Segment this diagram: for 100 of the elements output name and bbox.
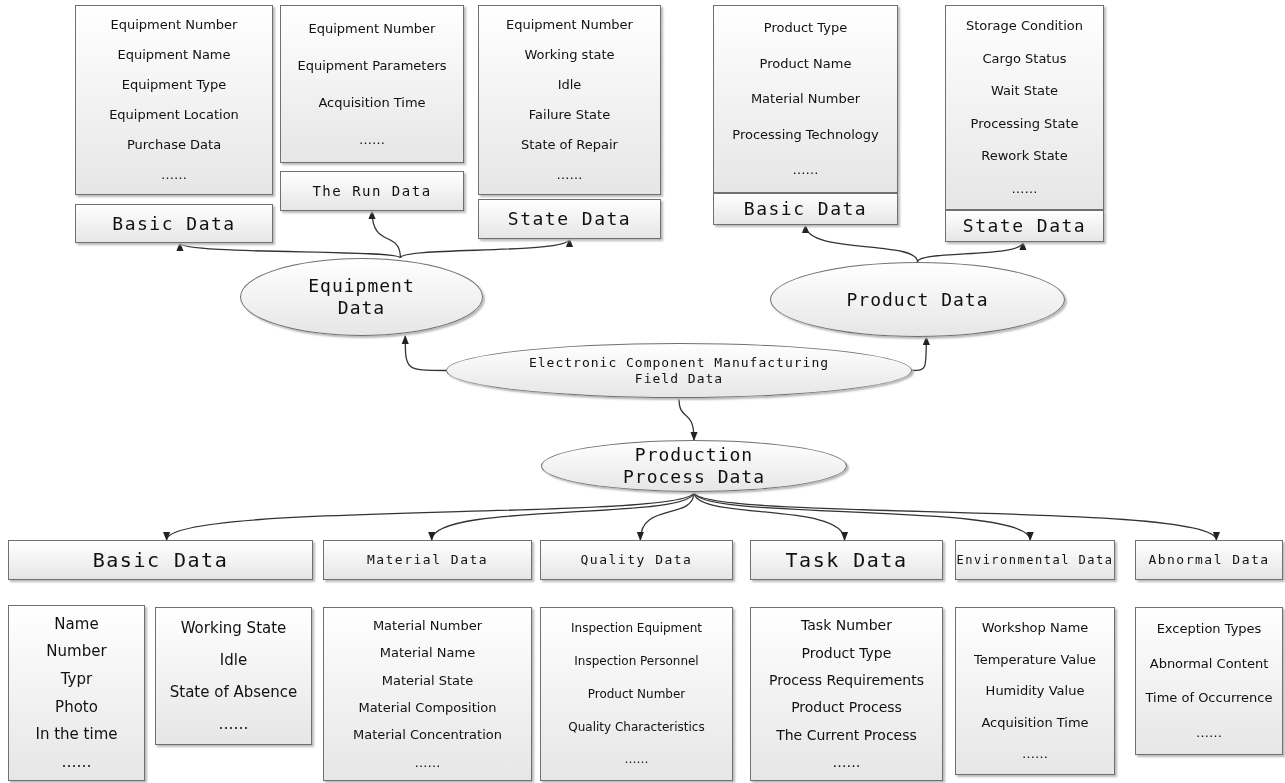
list-item: Equipment Number — [506, 17, 633, 33]
data-list-box — [955, 607, 1115, 775]
list-item: …… — [624, 752, 649, 767]
list-item: …… — [161, 167, 187, 183]
list-item: Name — [54, 614, 99, 633]
list-item: Idle — [557, 77, 582, 93]
list-item: Material Composition — [358, 699, 497, 716]
category-box — [323, 540, 532, 580]
list-item: …… — [218, 715, 249, 733]
list-item: Process Requirements — [769, 671, 924, 689]
list-item: Humidity Value — [985, 683, 1085, 699]
category-label: State Data — [962, 215, 1087, 237]
list-item: Processing State — [970, 115, 1079, 132]
data-list-box — [155, 607, 312, 745]
category-label: Electronic Component Manufacturing Field Data — [527, 354, 831, 387]
data-list-box — [478, 5, 661, 195]
list-item: Equipment Parameters — [297, 57, 447, 74]
list-item: Equipment Type — [121, 77, 227, 93]
list-item: Processing Technology — [732, 126, 879, 143]
list-item: Working State — [180, 619, 287, 637]
list-item: Cargo Status — [982, 50, 1067, 67]
list-item: …… — [556, 167, 583, 183]
category-label: Basic Data — [112, 212, 236, 235]
list-item: Product Process — [791, 699, 902, 717]
list-item: Product Type — [801, 644, 892, 662]
category-label: Basic Data — [92, 548, 229, 572]
data-list-box — [713, 5, 898, 193]
arrow — [637, 491, 695, 541]
list-item: Failure State — [528, 107, 611, 123]
list-item: State of Absence — [169, 683, 298, 701]
list-item: Equipment Number — [110, 17, 238, 33]
list-item: …… — [414, 754, 441, 771]
data-list-box — [8, 605, 145, 781]
arrow — [693, 491, 1218, 541]
data-list-box — [945, 5, 1104, 210]
list-item: Equipment Location — [109, 107, 239, 123]
list-item: The Current Process — [776, 726, 917, 744]
list-item: Inspection Equipment — [571, 621, 702, 636]
category-box — [750, 540, 943, 580]
arrow — [678, 397, 698, 441]
category-box — [713, 193, 898, 225]
category-label: The Run Data — [312, 182, 432, 200]
category-label: Task Data — [785, 548, 908, 572]
category-box — [955, 540, 1115, 580]
category-box — [945, 210, 1104, 242]
list-item: Workshop Name — [981, 620, 1089, 636]
list-item: Acquisition Time — [981, 714, 1089, 731]
list-item: …… — [832, 753, 861, 771]
category-label: Product Data — [846, 288, 989, 311]
arrow — [693, 491, 1031, 541]
data-list-box — [1135, 607, 1283, 755]
list-item: Acquisition Time — [318, 94, 426, 111]
category-box — [8, 540, 313, 580]
list-item: Purchase Data — [126, 137, 222, 153]
data-list-box — [750, 607, 943, 781]
list-item: …… — [1196, 724, 1222, 741]
list-item: Typr — [60, 670, 93, 689]
arrow — [916, 241, 1024, 263]
category-label: Material Data — [366, 552, 489, 568]
list-item: Material State — [381, 672, 474, 689]
list-item: Equipment Name — [117, 47, 231, 63]
list-item: Product Name — [759, 55, 852, 72]
list-item: Material Concentration — [353, 727, 502, 743]
list-item: Task Number — [801, 617, 892, 635]
list-item: Rework State — [981, 148, 1068, 165]
list-item: Idle — [219, 651, 248, 669]
data-list-box — [323, 607, 532, 781]
list-item: Time of Occurrence — [1145, 690, 1273, 707]
category-box — [280, 171, 464, 211]
list-item: …… — [792, 162, 819, 178]
data-list-box — [280, 5, 464, 163]
list-item: Temperature Value — [973, 651, 1097, 668]
list-item: Working state — [524, 47, 615, 63]
arrow — [804, 224, 919, 263]
list-item: Number — [46, 642, 107, 661]
list-item: …… — [61, 753, 92, 772]
arrow — [399, 238, 571, 259]
list-item: …… — [1011, 180, 1038, 197]
data-list-box — [75, 5, 273, 195]
list-item: Product Type — [763, 20, 848, 36]
category-label: State Data — [507, 208, 632, 230]
arrow — [401, 335, 447, 372]
arrow — [431, 491, 695, 541]
list-item: …… — [1022, 746, 1048, 762]
list-item: Inspection Personnel — [574, 654, 699, 669]
category-label: Production Process Data — [621, 444, 766, 488]
list-item: Product Number — [587, 686, 686, 702]
category-label: Basic Data — [743, 198, 868, 220]
category-box — [1135, 540, 1283, 580]
data-list-box — [540, 607, 733, 781]
list-item: Abnormal Content — [1149, 655, 1269, 672]
list-item: Material Name — [379, 645, 476, 661]
list-item: Wait State — [990, 83, 1059, 100]
list-item: …… — [359, 131, 385, 148]
list-item: Equipment Number — [308, 20, 436, 37]
arrow — [179, 242, 402, 259]
category-label: Environmental Data — [956, 552, 1114, 568]
list-item: State of Repair — [521, 137, 618, 153]
arrow — [368, 210, 402, 259]
category-box — [75, 204, 273, 243]
